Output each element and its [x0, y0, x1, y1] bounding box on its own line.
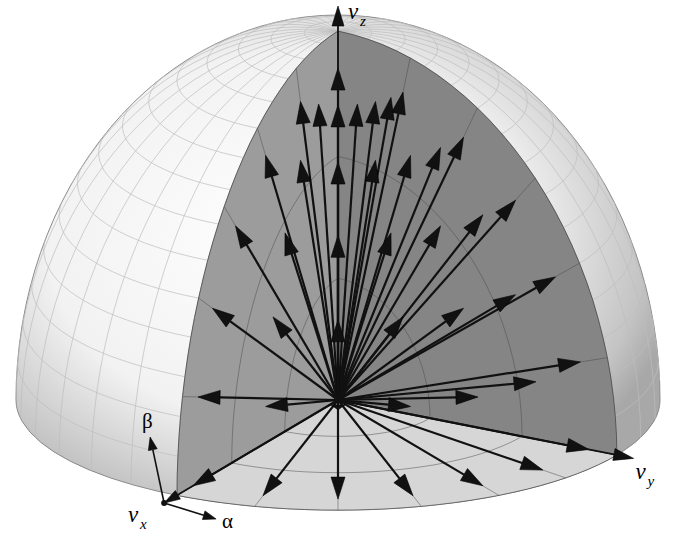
- velocity-arrow-head: [448, 137, 464, 160]
- velocity-arrow-head: [493, 295, 516, 312]
- beta-arrow-head: [148, 437, 157, 451]
- velocity-arrow-head: [533, 277, 556, 294]
- velocity-arrow-shaft: [338, 306, 497, 400]
- velocity-arrow-head: [513, 377, 536, 391]
- velocity-arrow-shaft: [303, 123, 338, 400]
- velocity-arrow-head: [392, 92, 406, 115]
- vz-axis-head: [332, 6, 344, 26]
- velocity-arrow-head: [198, 390, 220, 404]
- velocity-arrow-shaft: [292, 254, 338, 400]
- velocity-arrow-shaft: [338, 157, 454, 400]
- velocity-arrow-shaft: [338, 245, 429, 400]
- velocity-arrow-head: [442, 308, 464, 327]
- hemisphere-body: [16, 15, 660, 510]
- axis-label: v: [348, 0, 358, 23]
- velocity-arrow-head: [464, 215, 483, 237]
- cut-face: [338, 31, 617, 455]
- velocity-arrow-shaft: [287, 334, 338, 400]
- velocity-arrow-shaft: [338, 182, 372, 400]
- velocity-arrow-shaft: [272, 176, 338, 400]
- velocity-arrow-head: [265, 155, 278, 178]
- velocity-arrow-head: [496, 200, 516, 221]
- velocity-arrow-head: [520, 456, 543, 470]
- velocity-arrow-shaft: [338, 397, 456, 400]
- velocity-arrow-shaft: [338, 400, 399, 478]
- alpha-arrow-shaft: [164, 503, 204, 515]
- velocity-arrow-shaft: [277, 400, 338, 478]
- beta-arrow-shaft: [153, 450, 164, 503]
- velocity-arrow-head: [297, 160, 311, 183]
- velocity-arrow-shaft: [338, 384, 514, 400]
- face-grid: [338, 58, 607, 436]
- velocity-arrow-shaft: [338, 365, 559, 400]
- angle-label: α: [222, 511, 233, 532]
- velocity-arrow-head: [394, 474, 413, 496]
- velocity-arrow-shaft: [338, 254, 384, 400]
- angle-label: β: [142, 411, 153, 432]
- axis-subscript: y: [648, 474, 655, 489]
- velocity-arrow-shaft: [304, 182, 338, 400]
- face-grid: [183, 68, 339, 463]
- axis-label: v: [128, 503, 138, 526]
- velocity-arrow-head: [236, 226, 253, 249]
- axis-subscript: x: [140, 517, 147, 532]
- velocity-arrow-head: [460, 469, 483, 486]
- velocity-arrow-head: [349, 104, 363, 126]
- velocity-arrow-head: [378, 233, 391, 256]
- velocity-arrow-shaft: [220, 397, 338, 400]
- velocity-arrow-head: [263, 474, 282, 496]
- velocity-arrow-head: [423, 226, 440, 249]
- velocity-arrow-shaft: [247, 245, 338, 400]
- velocity-arrow-head: [380, 97, 394, 120]
- alpha-arrow-head: [202, 511, 216, 520]
- velocity-arrow-shaft: [338, 126, 356, 400]
- velocity-arrow-head: [456, 390, 478, 404]
- velocity-arrow-head: [426, 148, 441, 171]
- velocity-arrow-head: [313, 104, 327, 126]
- vy-axis-shaft: [338, 400, 614, 454]
- velocity-arrow-shaft: [338, 232, 469, 400]
- velocity-arrow-head: [558, 358, 581, 372]
- velocity-arrow-head: [384, 317, 403, 339]
- velocity-arrow-head: [365, 160, 379, 183]
- velocity-arrow-shaft: [337, 400, 339, 477]
- velocity-arrow-head: [388, 398, 411, 412]
- velocity-arrow-head: [266, 398, 289, 412]
- axis-label: v: [636, 460, 646, 483]
- velocity-arrow-shaft: [338, 400, 464, 475]
- velocity-arrow-head: [398, 155, 411, 178]
- velocity-arrow-head: [273, 317, 292, 339]
- vz-axis-shaft: [337, 26, 339, 400]
- surface-grid: [16, 15, 660, 495]
- velocity-arrow-head: [213, 308, 235, 327]
- axis-subscript: z: [360, 14, 366, 29]
- velocity-arrow-head: [366, 102, 380, 125]
- velocity-arrow-head: [331, 477, 345, 499]
- face-grid: [232, 400, 566, 510]
- vy-axis-head: [613, 449, 634, 461]
- cut-face: [177, 31, 338, 495]
- velocity-arrow-shaft: [320, 126, 338, 400]
- velocity-arrow-shaft: [338, 334, 389, 400]
- velocity-arrow-shaft: [338, 114, 398, 400]
- velocity-arrow-head: [331, 405, 345, 410]
- vx-axis-head: [164, 491, 180, 504]
- velocity-arrow-head: [285, 233, 298, 256]
- velocity-arrow-head: [296, 102, 310, 125]
- vx-axis-shaft: [178, 400, 338, 495]
